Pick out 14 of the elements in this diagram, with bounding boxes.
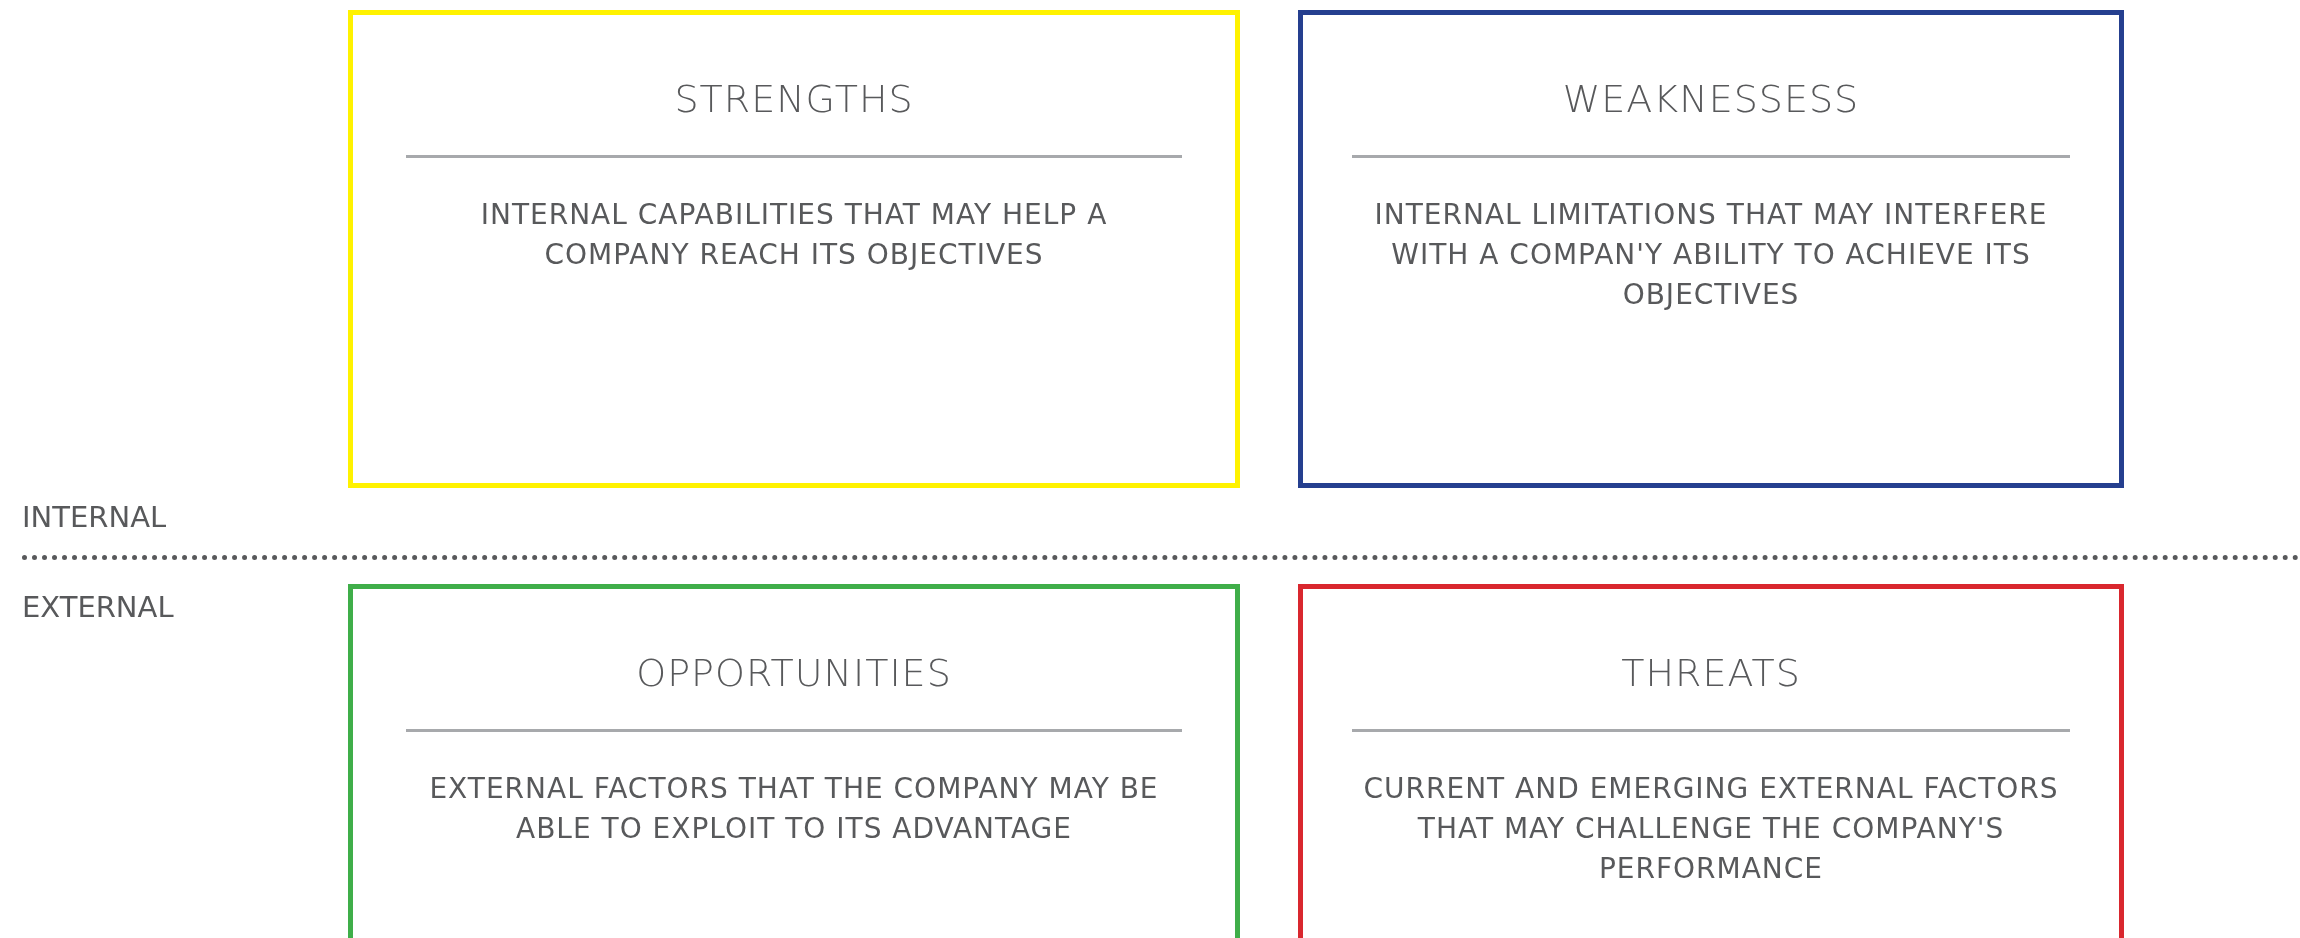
quadrant-description: CURRENT AND EMERGING EXTERNAL FACTORS THAT MAY CHALLENGE THE COMPANY'S PERFORMANCE — [1363, 771, 2059, 887]
quadrant-heading: STRENGTHS — [673, 77, 915, 121]
section-label: INTERNAL — [22, 500, 167, 534]
quadrant-box — [1298, 584, 2124, 938]
quadrant-heading: WEAKNESSESS — [1561, 77, 1861, 121]
quadrant-box — [1298, 10, 2124, 488]
section-label: EXTERNAL — [22, 590, 174, 624]
quadrant-description: INTERNAL CAPABILITIES THAT MAY HELP A COMPANY REACH ITS OBJECTIVES — [479, 197, 1109, 273]
quadrant-heading: OPPORTUNITIES — [635, 651, 953, 695]
quadrant-description: EXTERNAL FACTORS THAT THE COMPANY MAY BE ABLE TO EXPLOIT TO ITS ADVANTAGE — [428, 771, 1160, 847]
quadrant-heading: THREATS — [1620, 651, 1802, 695]
quadrant-box — [348, 10, 1240, 488]
quadrant-box — [348, 584, 1240, 938]
quadrant-description: INTERNAL LIMITATIONS THAT MAY INTERFERE WITH A COMPAN'Y ABILITY TO ACHIEVE ITS OBJECTIVES — [1373, 197, 2049, 313]
